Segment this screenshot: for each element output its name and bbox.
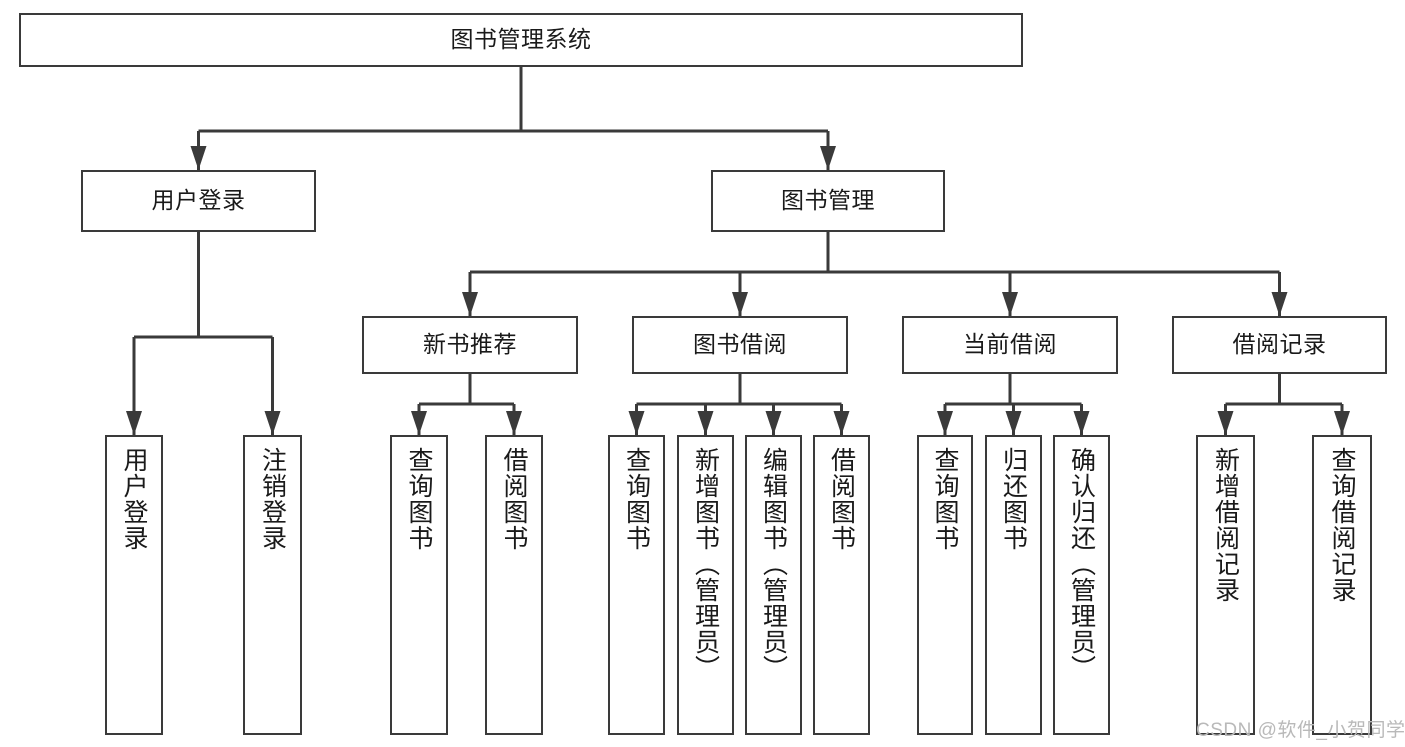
node-root[interactable]: 图书管理系统 (19, 13, 1023, 67)
node-label: 当前借阅 (963, 331, 1057, 358)
arrow-head-icon (411, 411, 427, 435)
arrow-head-icon (1002, 292, 1018, 316)
node-leaf-rec-query[interactable]: 查询图书 (390, 435, 448, 735)
arrow-head-icon (264, 411, 281, 435)
arrow-head-icon (462, 292, 478, 316)
node-label: 查询借阅记录 (1328, 447, 1356, 603)
arrow-head-icon (732, 292, 748, 316)
arrow-head-icon (628, 411, 645, 435)
arrow-head-icon (1334, 411, 1350, 435)
node-label: 查询图书 (622, 447, 651, 551)
arrow-head-icon (1005, 411, 1022, 435)
arrow-head-icon (1271, 292, 1288, 316)
node-label: 归还图书 (999, 447, 1028, 551)
node-leaf-bb-borrow[interactable]: 借阅图书 (813, 435, 870, 735)
node-label: 图书管理系统 (450, 26, 592, 53)
node-leaf-cl-return[interactable]: 归还图书 (985, 435, 1042, 735)
arrow-head-icon (126, 411, 142, 435)
arrow-head-icon (833, 411, 850, 435)
node-label: 新增图书（管理员） (691, 447, 720, 681)
node-label: 确认归还（管理员） (1067, 447, 1096, 681)
arrow-head-icon (1073, 411, 1090, 435)
node-leaf-cl-confirm[interactable]: 确认归还（管理员） (1053, 435, 1110, 735)
node-leaf-lr-query[interactable]: 查询借阅记录 (1312, 435, 1372, 735)
node-leaf-bb-add[interactable]: 新增图书（管理员） (677, 435, 734, 735)
node-label: 注销登录 (258, 447, 287, 551)
node-label: 用户登录 (120, 447, 148, 551)
node-leaf-user-logout[interactable]: 注销登录 (243, 435, 302, 735)
node-current-loan[interactable]: 当前借阅 (902, 316, 1118, 374)
node-label: 用户登录 (151, 187, 246, 214)
arrow-head-icon (190, 146, 207, 170)
node-leaf-bb-edit[interactable]: 编辑图书（管理员） (745, 435, 802, 735)
node-label: 查询图书 (931, 447, 959, 551)
node-new-book-rec[interactable]: 新书推荐 (362, 316, 578, 374)
node-label: 借阅记录 (1232, 331, 1327, 358)
node-label: 查询图书 (405, 447, 433, 551)
arrow-head-icon (506, 411, 522, 435)
node-label: 图书管理 (781, 187, 875, 214)
arrow-head-icon (937, 411, 953, 435)
node-label: 编辑图书（管理员） (759, 447, 788, 681)
node-leaf-lr-add[interactable]: 新增借阅记录 (1196, 435, 1255, 735)
node-label: 新增借阅记录 (1211, 447, 1240, 603)
node-leaf-user-login[interactable]: 用户登录 (105, 435, 163, 735)
arrow-head-icon (697, 411, 714, 435)
node-label: 借阅图书 (500, 447, 528, 551)
node-label: 图书借阅 (693, 331, 787, 358)
node-leaf-bb-query[interactable]: 查询图书 (608, 435, 665, 735)
node-leaf-cl-query[interactable]: 查询图书 (917, 435, 973, 735)
node-user-login[interactable]: 用户登录 (81, 170, 316, 232)
arrow-head-icon (820, 146, 836, 170)
arrow-head-icon (765, 411, 782, 435)
node-book-borrow[interactable]: 图书借阅 (632, 316, 848, 374)
node-label: 借阅图书 (827, 447, 856, 551)
node-book-mgmt[interactable]: 图书管理 (711, 170, 945, 232)
arrow-head-icon (1217, 411, 1234, 435)
node-label: 新书推荐 (423, 331, 517, 358)
node-leaf-rec-borrow[interactable]: 借阅图书 (485, 435, 543, 735)
node-loan-record[interactable]: 借阅记录 (1172, 316, 1387, 374)
